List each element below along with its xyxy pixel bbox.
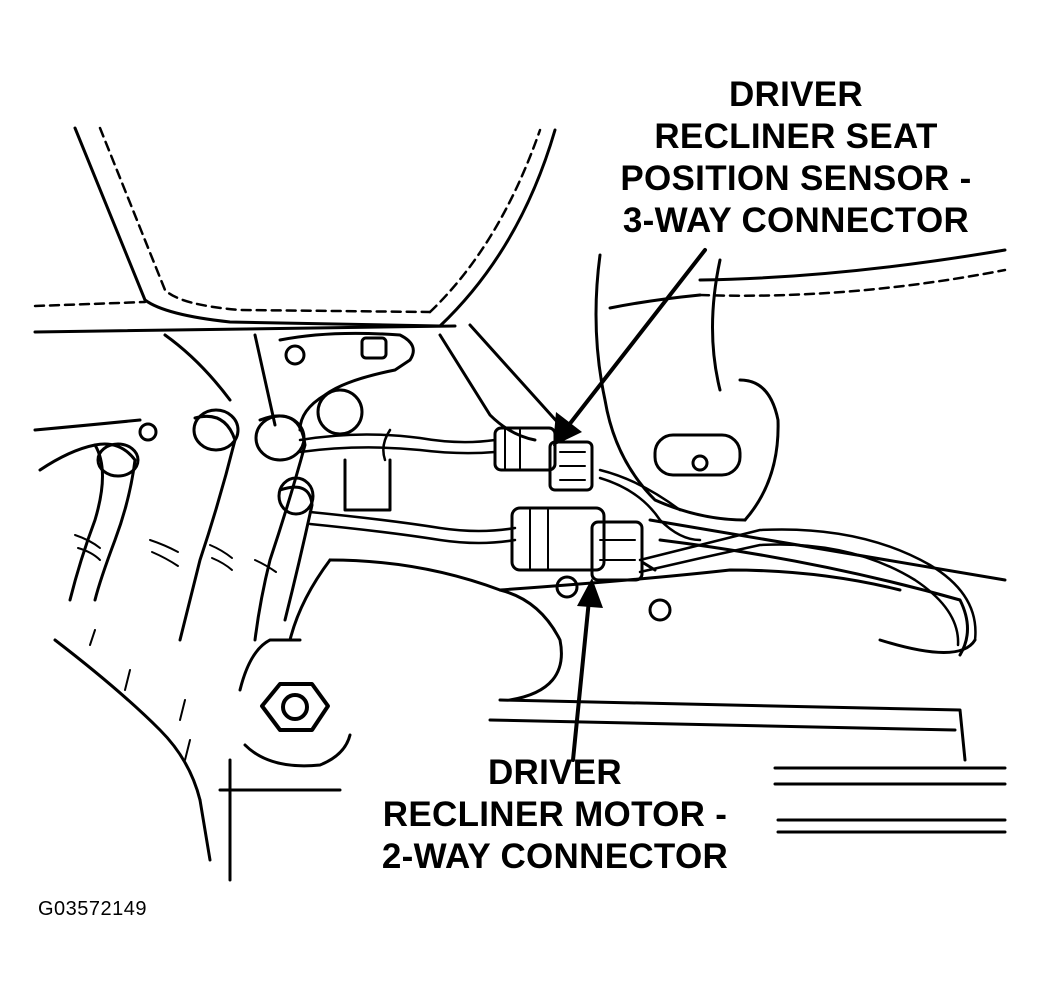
arrowheads [553, 412, 603, 608]
motor-2-way-connector-icon [510, 506, 657, 582]
callout-line: DRIVER [728, 75, 864, 114]
callout-line: DRIVER [487, 753, 623, 792]
arrow-icon [563, 248, 707, 762]
nut-icon [238, 638, 352, 768]
sensor-3-way-connector-icon [493, 426, 594, 492]
figure-id: G03572149 [38, 898, 148, 920]
seat-back [33, 126, 1007, 334]
release-handle [653, 433, 742, 477]
hand-illustration [38, 408, 332, 862]
recliner-bracket [33, 323, 562, 512]
track-hole [648, 598, 672, 622]
frame-hole [138, 422, 158, 442]
callout-line: RECLINER SEAT [654, 117, 938, 156]
callout-line: POSITION SENSOR - [620, 159, 972, 198]
motor-connector-callout: DRIVER RECLINER MOTOR - 2-WAY CONNECTOR [340, 752, 770, 878]
motor-arrow-head-icon [577, 578, 603, 608]
bracket-slot [360, 336, 388, 360]
callout-line: 2-WAY CONNECTOR [381, 837, 729, 876]
pivot-hole [316, 388, 364, 436]
callout-line: 3-WAY CONNECTOR [622, 201, 970, 240]
bracket-hole [284, 344, 306, 366]
seat-track [218, 558, 1007, 882]
wire-harness [298, 428, 977, 647]
sensor-connector-callout: DRIVER RECLINER SEAT POSITION SENSOR - 3… [566, 74, 1026, 242]
track-hole [555, 575, 579, 599]
callout-line: RECLINER MOTOR - [382, 795, 728, 834]
sensor-arrow-head-icon [553, 412, 582, 446]
seat-side-panel [594, 253, 1007, 657]
